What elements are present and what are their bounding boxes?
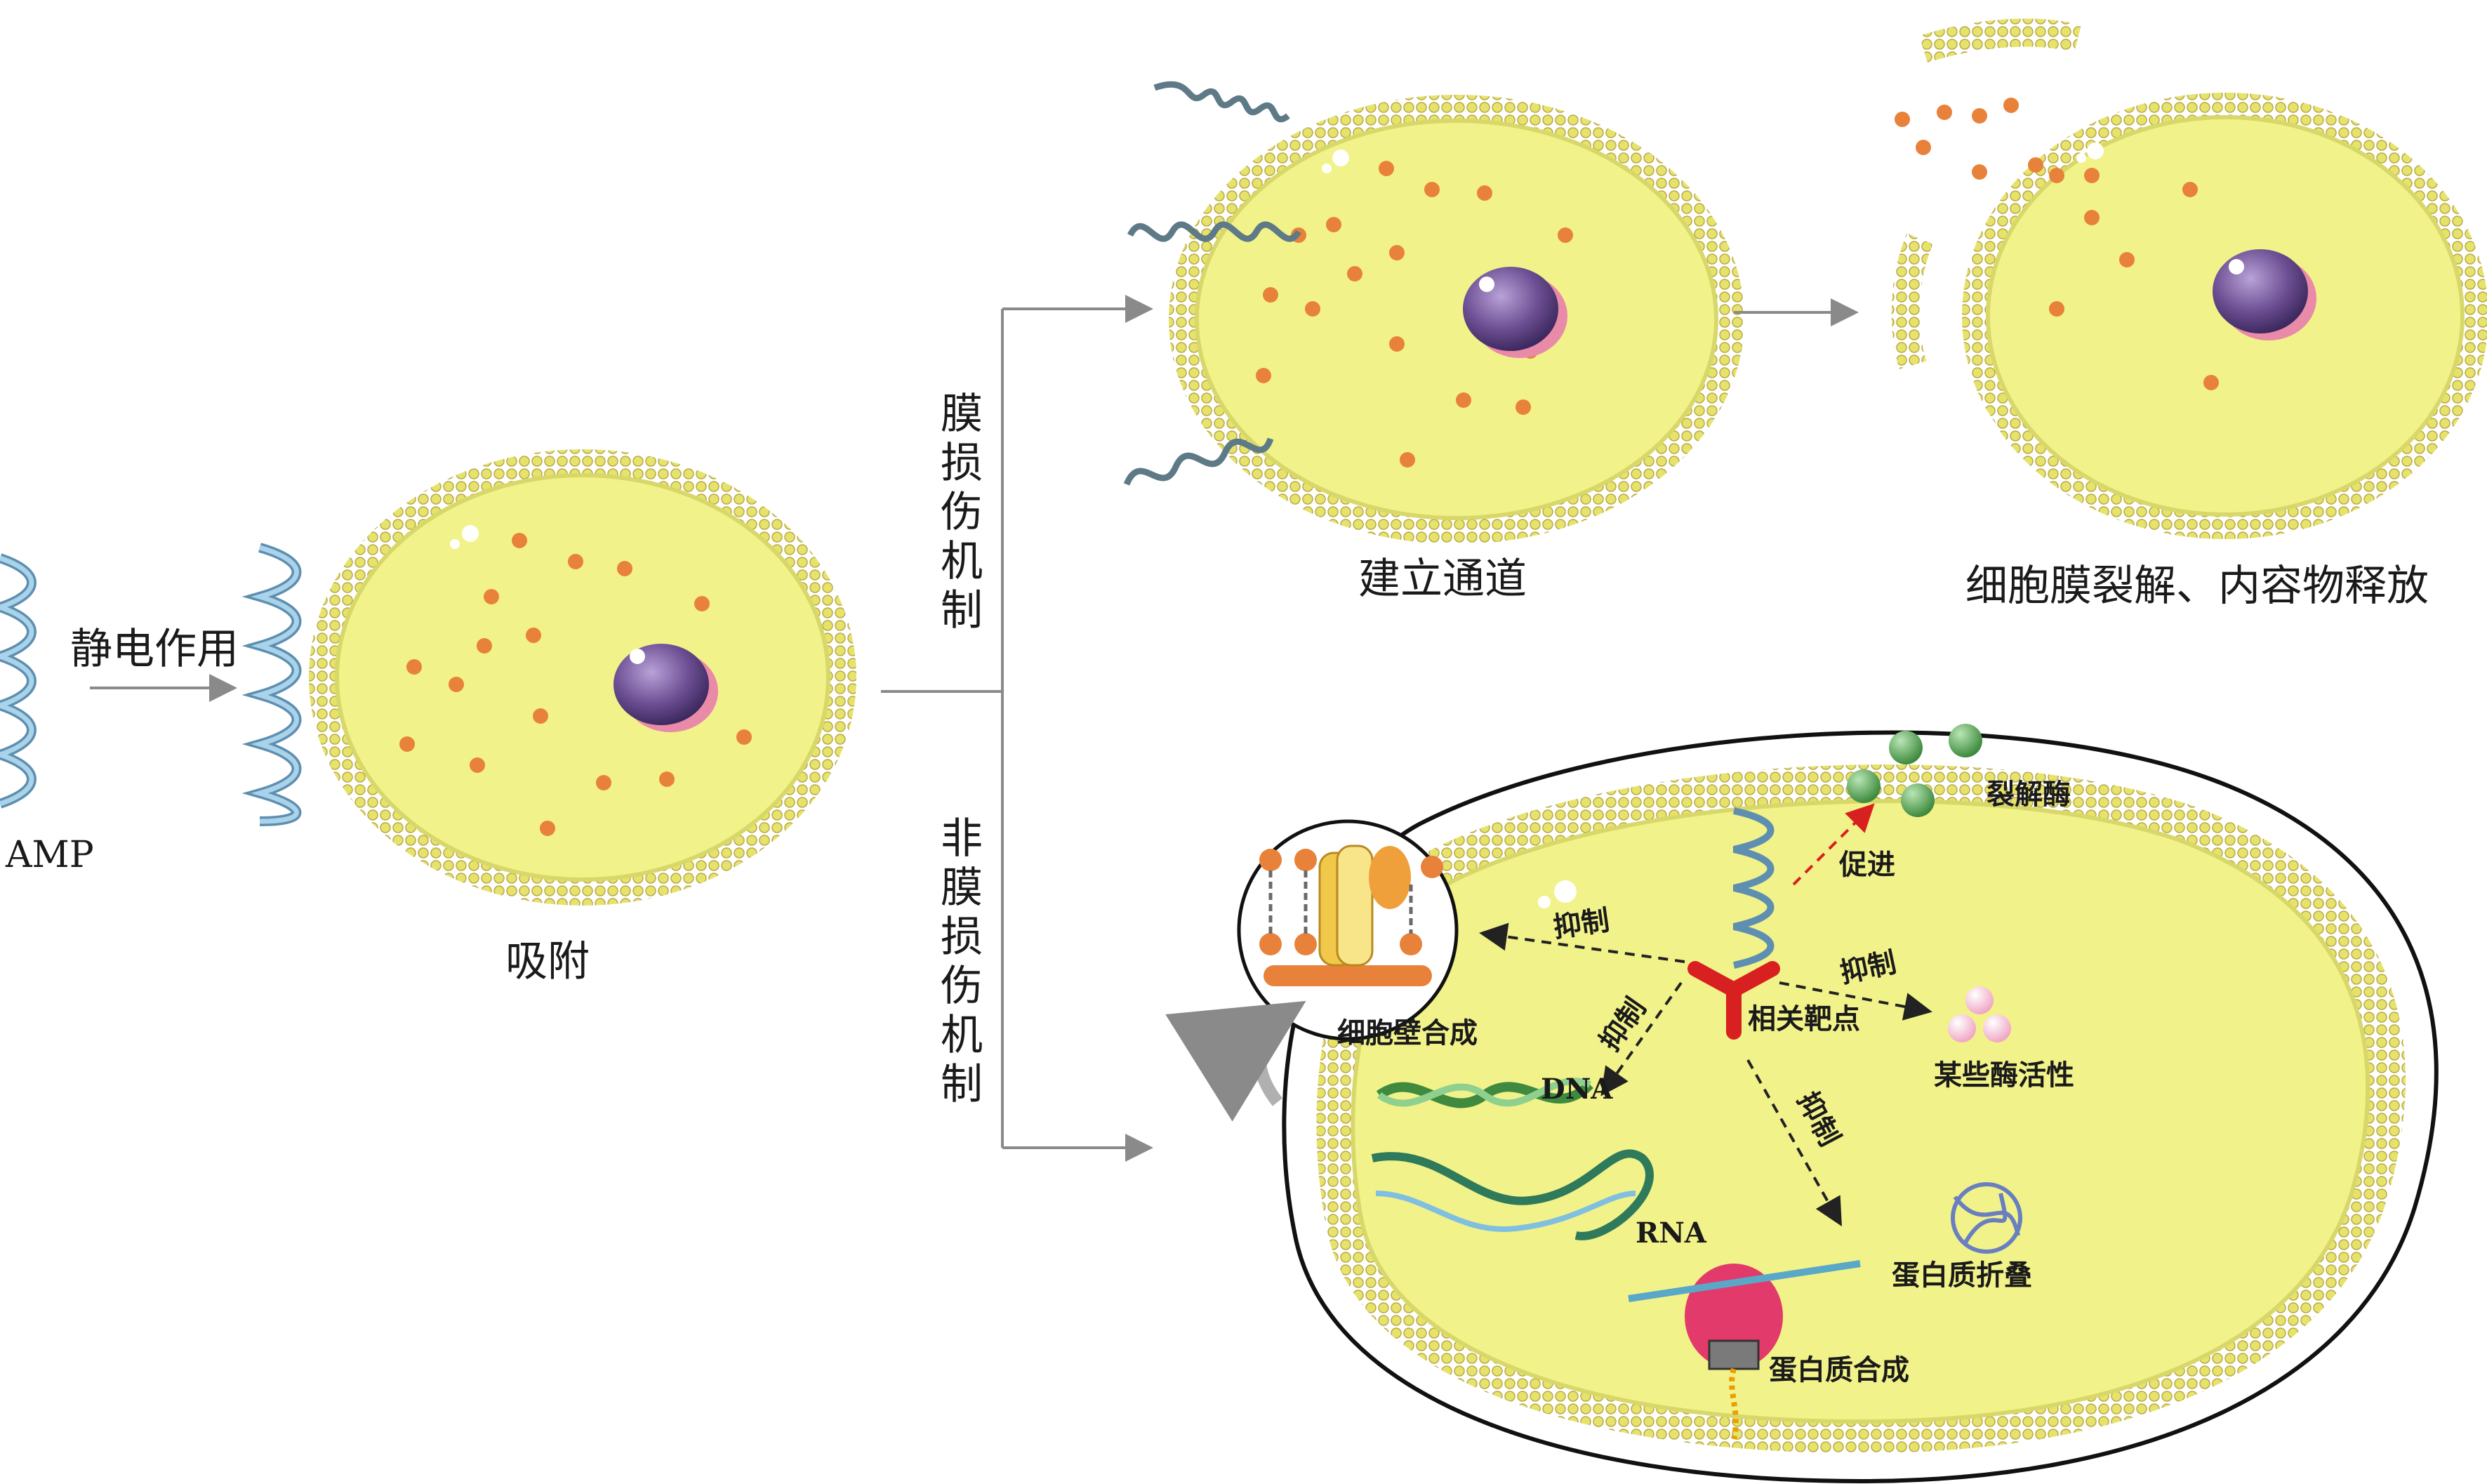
highlight-dot [1554,880,1577,903]
non-membrane-damage-char-1: 非 [941,814,983,863]
promote-arrow [1792,803,1875,886]
non-membrane-damage-char-5: 机 [941,1011,983,1060]
protein-folding-icon [1951,1182,2022,1254]
inserted-amp-helices [1123,81,1301,486]
protein-synthesis-label: 蛋白质合成 [1769,1354,1909,1386]
cell-non-membrane [1282,730,2439,1484]
cell-wall-inset [1237,819,1459,1041]
nucleus [614,644,709,725]
enzyme-activity-label: 某些酶活性 [1934,1059,2074,1092]
inner-amp-helix [1732,807,1775,969]
membrane-damage-char-2: 损 [941,439,983,488]
cell-channel [1169,95,1744,544]
lysis-label: 细胞膜裂解、内容物释放 [1965,562,2429,611]
rna-label: RNA [1636,1217,1707,1250]
highlight-dot-small [1538,896,1551,908]
membrane-damage-char-3: 伤 [941,488,983,537]
membrane-damage-char-1: 膜 [941,390,983,439]
promote-label: 促进 [1838,849,1895,881]
membrane-damage-label: 膜 损 伤 机 制 [941,390,983,635]
non-membrane-damage-char-4: 伤 [941,962,983,1011]
enzyme-activity-icon [1948,986,2011,1042]
cell-lysis [1891,18,2487,539]
adsorption-label: 吸附 [505,937,590,986]
dna-label: DNA [1541,1073,1613,1106]
non-membrane-damage-label: 非 膜 损 伤 机 制 [941,814,983,1109]
amp-label: AMP [5,834,94,876]
ribosome-icon [1628,1260,1861,1440]
electrostatic-label: 静电作用 [70,625,239,674]
inhibit-cell-wall-label: 抑制 [1551,904,1612,944]
lytic-enzyme-label: 裂解酶 [1987,779,2071,811]
rna-strand-icon [1371,1149,1654,1240]
target-y-icon [1687,961,1780,1040]
dna-helix-icon [1376,1078,1593,1108]
non-membrane-damage-char-6: 制 [941,1060,983,1109]
branch-connector [881,295,1153,1162]
membrane-damage-char-5: 制 [941,586,983,635]
protein-folding-label: 蛋白质折叠 [1892,1259,2032,1292]
non-membrane-damage-char-3: 损 [941,913,983,962]
non-membrane-damage-char-2: 膜 [941,863,983,913]
cell-wall-return-arrow [1165,1000,1306,1122]
membrane-damage-char-4: 机 [941,537,983,586]
cell-wall-synthesis-label: 细胞壁合成 [1337,1017,1478,1049]
channel-label: 建立通道 [1358,555,1527,604]
lytic-enzyme-icon [1847,724,1982,817]
inhibition-arrows [1479,922,1932,1226]
free-amp-helix [0,553,37,809]
cell-adsorption [309,449,856,906]
bound-amp-helix [241,543,302,826]
target-label: 相关靶点 [1748,1003,1860,1035]
